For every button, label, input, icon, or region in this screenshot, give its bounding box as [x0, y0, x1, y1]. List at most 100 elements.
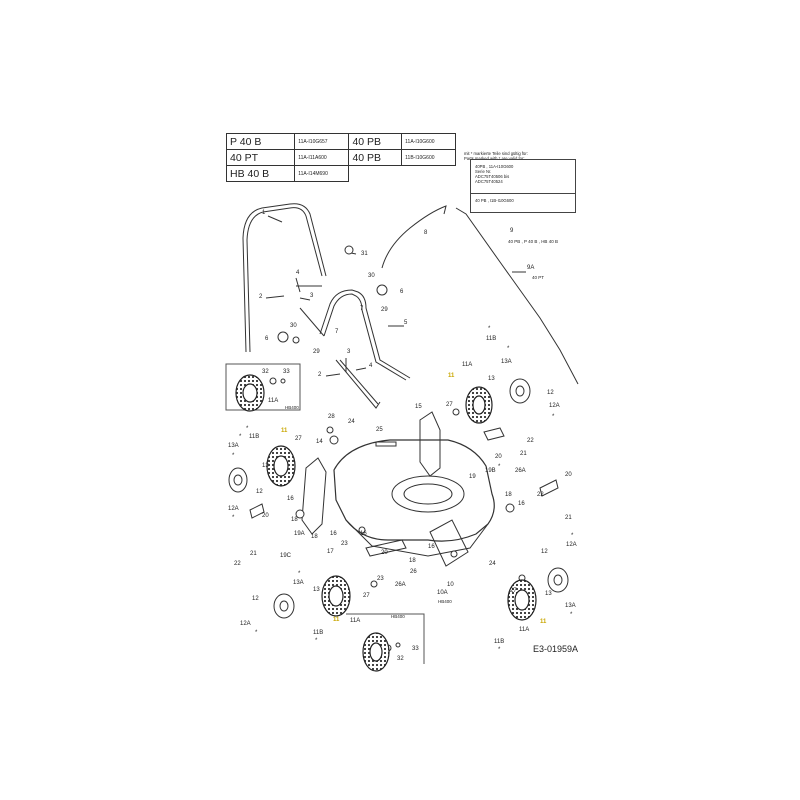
part-label: 19C — [280, 553, 292, 559]
part-label: 23 — [377, 576, 384, 582]
part-label: 22 — [537, 492, 544, 498]
part-label: 19 — [469, 474, 476, 480]
part-label: 21 — [250, 551, 257, 557]
hb400-box-bottom — [346, 613, 425, 664]
part-label: * — [498, 647, 501, 653]
part-label: 10A — [437, 590, 448, 596]
part-label: 13 — [313, 587, 320, 593]
leader-3-4 — [295, 277, 311, 301]
notice-line: mit * markierte Teile sind gültig für: — [464, 151, 528, 156]
part-label: 20 — [262, 513, 269, 519]
part-label: 16 — [330, 531, 337, 537]
validity-line: ADC75T40524 — [475, 179, 503, 184]
part-18-right — [505, 503, 515, 513]
part-label: * — [239, 434, 242, 440]
part-label: 21 — [520, 451, 527, 457]
part-label: 21 — [565, 515, 572, 521]
part-label: 11A — [519, 627, 529, 633]
part-label: 16 — [287, 496, 294, 502]
part-label: * — [298, 571, 301, 577]
cable-clip-31 — [344, 245, 354, 255]
model-code: 11B-I10G600 — [401, 149, 456, 166]
part-label: 12A — [240, 621, 251, 627]
wheel-hub — [273, 455, 289, 477]
part-label: 11 — [448, 373, 455, 379]
model-row: HB 40 B 11A-I14M690 — [225, 165, 456, 182]
part-label: 29 — [381, 307, 388, 313]
part-label: 19B — [485, 468, 496, 474]
part-label: * — [232, 515, 235, 521]
hb-note-bottom: HB400 — [391, 614, 405, 619]
part-label: 3 — [310, 293, 314, 299]
lower-handle — [319, 289, 411, 379]
validity-row: 40PB , 11A-I10G600 Serie Nr. ADC75T40506… — [475, 164, 513, 184]
leader-2b — [325, 373, 341, 377]
part-label: 23 — [341, 541, 348, 547]
part-18-left — [295, 509, 305, 519]
deck-motor-opening — [391, 475, 465, 513]
hb-note-mid: HB400 — [438, 599, 452, 604]
wheel-hub — [328, 585, 344, 607]
part-label: 32 — [397, 656, 404, 662]
part-label: 26A — [515, 468, 526, 474]
part-label: 17 — [327, 549, 334, 555]
part-label: * — [488, 326, 491, 332]
part-label: 16 — [518, 501, 525, 507]
part-label: 11A — [268, 398, 278, 404]
part-label: 20 — [381, 550, 388, 556]
part-25-bracket — [375, 441, 397, 447]
screw-33 — [280, 378, 286, 384]
validity-notice: mit * markierte Teile sind gültig für: P… — [464, 151, 574, 161]
bolt-27-bottom — [370, 580, 378, 588]
upper-handle — [242, 203, 327, 353]
hub-cap-center — [553, 574, 563, 586]
hub-cap-center — [515, 385, 525, 397]
part-label: 13A — [293, 580, 304, 586]
notice-line: Parts marked with * are valid for: — [464, 156, 525, 161]
part-label: 9 — [510, 228, 514, 234]
part-label: 12 — [252, 596, 259, 602]
model-table: P 40 B 11A-I10G657 40 PB 11A-I10G600 40 … — [225, 133, 456, 182]
upper-handle-lower — [299, 307, 325, 337]
part-label: * — [315, 638, 318, 644]
part-label: 24 — [348, 419, 355, 425]
hub-cap-center — [279, 600, 289, 612]
left-wheel-bracket — [301, 457, 327, 535]
hb-note-top: HB400 — [285, 405, 299, 410]
rear-flap — [429, 519, 469, 567]
part-label: 11 — [540, 619, 547, 625]
part-label: 12 — [541, 549, 548, 555]
part-label: 22 — [234, 561, 241, 567]
part-label: 8 — [424, 230, 428, 236]
hub-cap-center — [233, 474, 243, 486]
part-label: * — [232, 453, 235, 459]
hb400-box-top — [225, 363, 301, 411]
mower-deck — [333, 439, 495, 542]
bolt-27-right — [452, 408, 460, 416]
part-label: 22 — [527, 438, 534, 444]
part-label: * — [246, 426, 249, 432]
part-label: 28 — [328, 414, 335, 420]
right-wheel-bracket — [419, 411, 441, 477]
part-label: 14 — [316, 439, 323, 445]
part-label: 18 — [409, 558, 416, 564]
validity-line: ADC75T40506 bis — [475, 174, 510, 179]
upper-handle-inner — [246, 207, 323, 353]
part-label: 16 — [428, 544, 435, 550]
part-label: 2 — [259, 294, 263, 300]
part-label: 6 — [400, 289, 404, 295]
part-label: * — [255, 630, 258, 636]
part-label: 11B — [313, 630, 323, 636]
part-label: * — [552, 414, 555, 420]
part-label: 30 — [290, 323, 297, 329]
lower-handle-inner — [323, 293, 407, 381]
part-label: 26 — [410, 569, 417, 575]
part-label: 11A — [350, 618, 360, 624]
part-16 — [358, 526, 366, 534]
part-label: 27 — [510, 588, 517, 594]
part-label: 13 — [262, 463, 269, 469]
part-28 — [326, 426, 334, 434]
wheel-hub — [369, 642, 383, 662]
right-axle-part — [483, 427, 505, 441]
